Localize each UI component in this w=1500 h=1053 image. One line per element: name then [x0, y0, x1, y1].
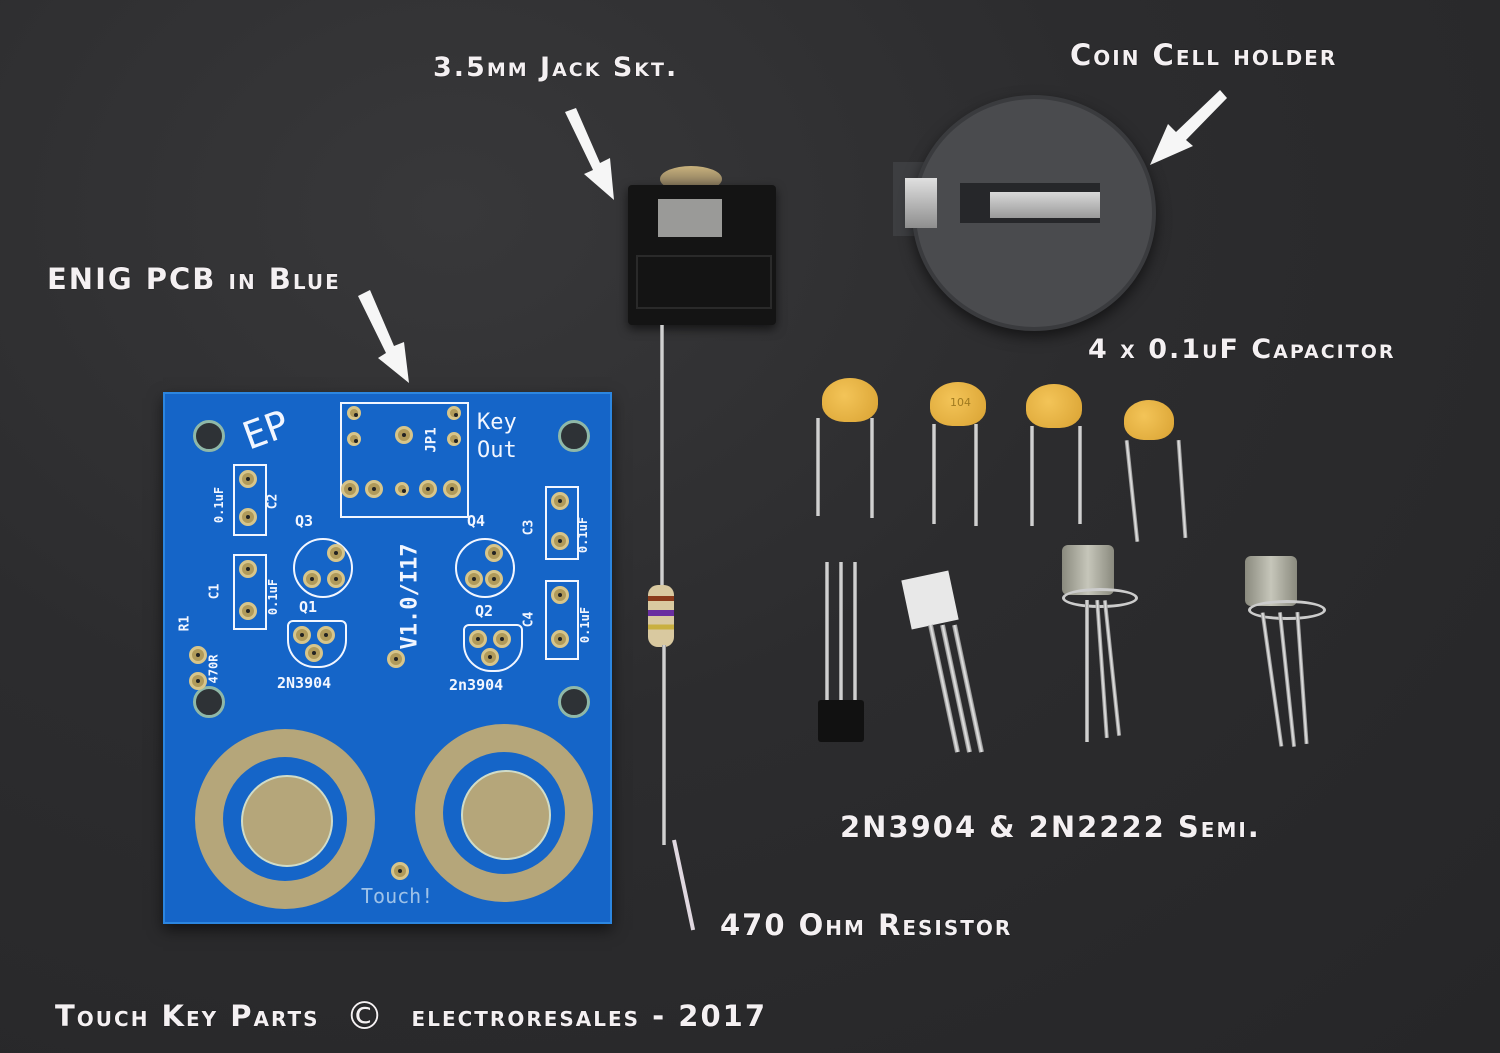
- c4-label: C4: [521, 611, 537, 628]
- jack-label: 3.5mm Jack Skt.: [433, 52, 679, 83]
- pcb-arrow-icon: [358, 290, 409, 383]
- q1-part-label: 2N3904: [277, 674, 332, 692]
- capacitor-marking: 104: [950, 396, 971, 409]
- jack-arrow-icon: [565, 108, 614, 200]
- q3-outline: [293, 538, 353, 598]
- pcb-label: ENIG PCB in Blue: [47, 262, 341, 296]
- c2-outline: [233, 464, 267, 536]
- c2-value: 0.1uF: [212, 486, 227, 524]
- coin-holder-terminal: [905, 178, 937, 228]
- jack-socket: [628, 185, 776, 325]
- q2-outline: [463, 624, 523, 672]
- version-label: V1.0/I17: [397, 543, 423, 650]
- coin-holder-arrow-icon: [1150, 90, 1227, 165]
- mounting-hole: [193, 686, 225, 718]
- c3-outline: [545, 486, 579, 560]
- q2-label: Q2: [475, 602, 494, 620]
- resistor-label: 470 Ohm Resistor: [720, 908, 1013, 942]
- coin-holder-label: Coin Cell holder: [1070, 38, 1338, 72]
- pcb-board: EP JP1 Key Out V1.0/I17 C2 0.1uF C1 0.1u…: [163, 392, 612, 924]
- touch-label: Touch!: [361, 884, 434, 908]
- jp1-label: JP1: [423, 427, 440, 453]
- key-out-label-line1: Key: [477, 410, 517, 435]
- q1-label: Q1: [299, 598, 318, 616]
- footer-caption: Touch Key Parts © electroresales - 2017: [55, 994, 767, 1038]
- c1-outline: [233, 554, 267, 630]
- semi-label: 2N3904 & 2N2222 Semi.: [840, 810, 1261, 844]
- q2-part-label: 2n3904: [449, 676, 504, 694]
- c3-value: 0.1uF: [576, 516, 591, 554]
- resistor-470-ohm: [648, 585, 674, 647]
- capacitor-label: 4 x 0.1uF Capacitor: [1088, 334, 1396, 365]
- c4-outline: [545, 580, 579, 660]
- mounting-hole: [558, 420, 590, 452]
- r1-value: 470R: [206, 654, 221, 684]
- pcb-logo: EP: [236, 401, 295, 459]
- coin-cell-holder: [912, 95, 1156, 331]
- q4-label: Q4: [467, 512, 486, 530]
- footer-title: Touch Key Parts: [55, 999, 320, 1033]
- jp1-outline: [340, 402, 469, 518]
- copyright-icon: ©: [345, 994, 386, 1038]
- mounting-hole: [558, 686, 590, 718]
- c3-label: C3: [521, 519, 537, 536]
- q3-label: Q3: [295, 512, 314, 530]
- q1-outline: [287, 620, 347, 668]
- coin-holder-spring-contact: [990, 192, 1100, 218]
- mounting-hole: [193, 420, 225, 452]
- resistor-lead-top: [660, 325, 664, 587]
- c2-label: C2: [265, 493, 281, 510]
- r1-label: R1: [177, 615, 193, 632]
- c1-value: 0.1uF: [266, 578, 281, 616]
- resistor-lead-bottom: [662, 645, 666, 845]
- footer-owner: electroresales - 2017: [411, 999, 768, 1033]
- c4-value: 0.1uF: [578, 606, 593, 644]
- c1-label: C1: [207, 583, 223, 600]
- q4-outline: [455, 538, 515, 598]
- key-out-label-line2: Out: [477, 438, 517, 463]
